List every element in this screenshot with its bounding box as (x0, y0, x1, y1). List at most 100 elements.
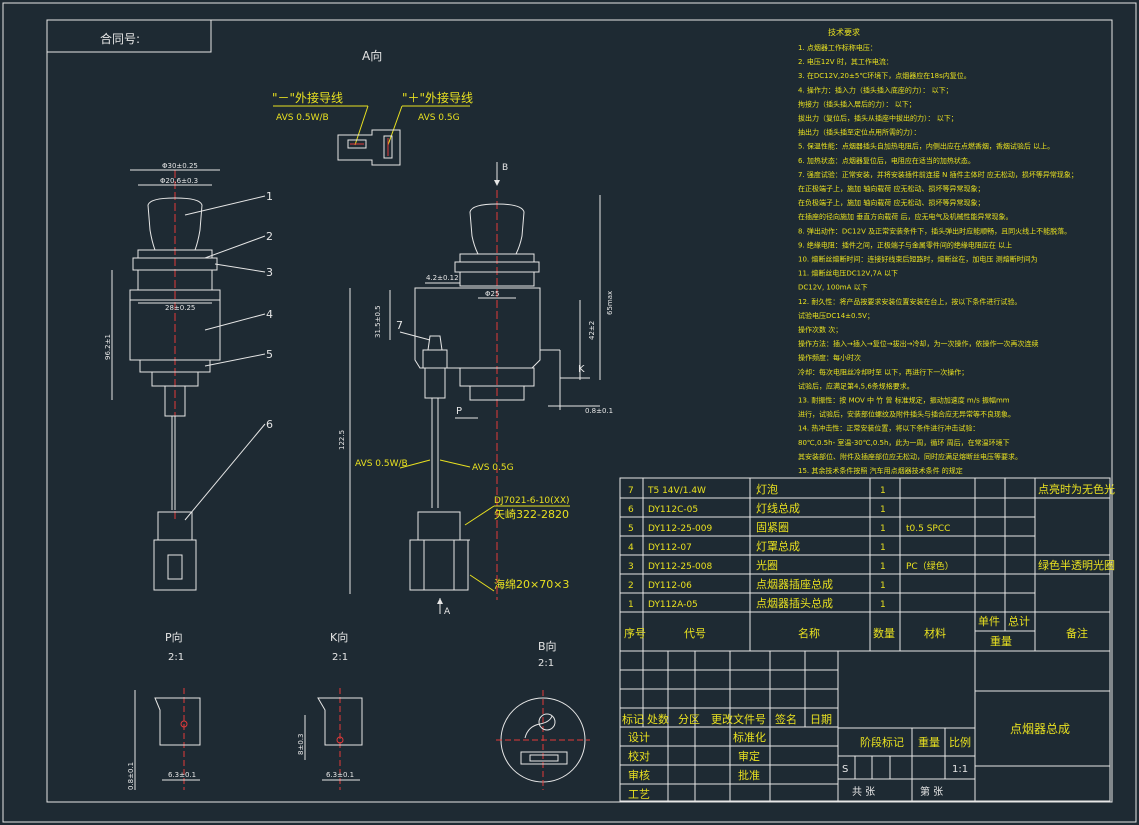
title-block: 标记 处数 分区 更改文件号 签名 日期 设计 标准化 校对 审定 审核 批准 … (619, 650, 1111, 802)
tech-line: 10. 熔断丝熔断时间：连接好线束后短路时，熔断丝在，加电压 测熔断时间为 (798, 255, 1038, 264)
dim-d5: Φ25 (485, 290, 499, 298)
tech-line: 14. 热冲击性：正常安装位置，将以下条件进行冲击试验： (798, 424, 979, 433)
bom-cell-code: DY112A-05 (648, 600, 698, 610)
tb-stage: 阶段标记 (860, 735, 904, 749)
tb-review: 审定 (738, 749, 760, 763)
a-view: A向 "－"外接导线 "＋"外接导线 AVS 0.5W/B AVS 0.5G (272, 48, 473, 166)
bom-cell-code: DY112-25-009 (648, 524, 713, 534)
foam-label: 海绵20×70×3 (494, 577, 569, 591)
bom-cell-code: DY112-07 (648, 543, 692, 553)
callout-7: 7 (396, 319, 403, 332)
tech-line: 4. 操作力：插入力（插头插入底座的力）： 以下； (798, 85, 953, 94)
callout-5: 5 (266, 348, 273, 361)
bom-cell-no: 4 (628, 543, 634, 553)
tech-line: 抽出力（插头插至定位点用所需的力）： (798, 128, 921, 137)
tech-line: 3. 在DC12V,20±5℃环境下，点烟器应在18s内复位。 (798, 71, 971, 80)
wire-pos-spec-2: AVS 0.5G (472, 463, 514, 473)
tb-mark: 标记 (622, 712, 644, 726)
bom-h-code: 代号 (684, 627, 706, 640)
middle-view: B 4.2±0.12 Φ25 31.5±0.5 65max 42±2 (338, 162, 614, 617)
bom-cell-no: 7 (628, 486, 634, 496)
wire-pos-spec: AVS 0.5G (418, 113, 460, 123)
k-dim-2: 8±0.3 (297, 734, 305, 755)
callout-6: 6 (266, 418, 273, 431)
bom-h-mat: 材料 (924, 626, 946, 640)
p-view: P向 2:1 6.3±0.1 0.8±0.1 (127, 630, 201, 790)
bom-cell-remark: 绿色半透明光圈 (1038, 558, 1115, 572)
wire-neg-spec: AVS 0.5W/B (276, 113, 329, 123)
tech-line: 80℃,0.5h- 室温-30℃,0.5h，此为一周，循环 周后，在常温环境下 (798, 438, 1010, 447)
bom-cell-name: 光圈 (756, 558, 778, 572)
tb-total-sheets: 共 张 (852, 786, 875, 798)
dim-d6: 31.5±0.5 (374, 305, 382, 338)
tech-line: 9. 绝缘电阻：插件之间，正极端子与金属零件间的绝缘电阻应在 以上 (798, 240, 1012, 249)
tb-sheet: 第 张 (920, 785, 943, 798)
bom-cell-qty: 1 (880, 505, 886, 515)
bom-h-no: 序号 (624, 626, 646, 640)
bom-cell-mat: t0.5 SPCC (906, 524, 950, 534)
dim-d7: 65max (606, 291, 614, 315)
callout-4: 4 (266, 308, 273, 321)
callout-3: 3 (266, 266, 273, 279)
tech-line: 11. 熔断丝电压DC12V,7A 以下 (798, 269, 898, 278)
bom-cell-code: DY112-06 (648, 581, 692, 591)
tech-heading: 技术要求 (828, 27, 860, 37)
corner-box (46, 19, 212, 53)
tb-audit: 审核 (628, 768, 650, 782)
bom-cell-mat: PC（绿色） (906, 560, 954, 572)
bom-h-weight: 重量 (990, 634, 1012, 648)
k-view: K向 2:1 6.3±0.1 8±0.3 (297, 630, 363, 790)
p-view-scale: 2:1 (168, 652, 184, 663)
corner-title: 合同号: (100, 31, 140, 46)
tech-line: 8. 弹出动作：DC12V 及正常安装条件下，插头弹出时应能顺畅，且同火线上不能… (798, 226, 1071, 235)
dim-d2: Φ20.6±0.3 (160, 177, 198, 185)
tech-line: 操作方法：插入→插入→复位→拔出→冷却，为一次操作，依操作一次再次连续 (798, 339, 1038, 348)
tb-scale: 比例 (949, 735, 971, 749)
tb-change: 更改文件号 (711, 712, 766, 726)
wire-neg-label: "－"外接导线 (272, 90, 343, 105)
p-dim-1: 6.3±0.1 (168, 771, 196, 779)
bom-cell-name: 固紧圈 (756, 521, 789, 534)
bom-h-total: 总计 (1008, 614, 1030, 628)
tech-line: 拔出力（复位后，插头从插座中拔出的力）： 以下； (798, 114, 958, 123)
tb-process: 工艺 (628, 788, 650, 801)
tech-line: 冷却：每次电阻丝冷却时至 以下，再进行下一次操作； (798, 367, 968, 376)
bom-cell-name: 点烟器插座总成 (756, 577, 833, 591)
bom-cell-name: 点烟器插头总成 (756, 596, 833, 610)
b-view: B向 2:1 (496, 639, 590, 790)
tech-line: 1. 点烟器工作标称电压： (798, 43, 877, 52)
bom-cell-no: 1 (628, 600, 634, 610)
bom-cell-name: 灯泡 (756, 482, 778, 496)
tech-line: 操作频度：每小时次 (798, 353, 861, 362)
bom-cell-code: DY112C-05 (648, 505, 698, 515)
bom-cell-name: 灯罩总成 (756, 539, 800, 553)
tb-sign: 签名 (775, 712, 797, 726)
tb-std: 标准化 (733, 730, 766, 744)
tech-line: 6. 加热状态：点烟器复位后，电阻应在适当的加热状态。 (798, 156, 975, 165)
tech-line: 12. 耐久性：将产品按要求安装位置安装在台上，按以下条件进行试验。 (798, 297, 1021, 306)
tb-scale-val: 1:1 (952, 764, 968, 775)
tech-line: 2. 电压12V 时，其工作电流： (798, 57, 893, 66)
tech-requirements: 技术要求 1. 点烟器工作标称电压： 2. 电压12V 时，其工作电流： 3. 在D… (798, 27, 1078, 475)
view-a-arrow-label: A (444, 607, 451, 617)
bom-cell-no: 6 (628, 505, 634, 515)
tech-line: 进行，试验后，安装部位螺纹及附件插头与插合应无异常等不良现象。 (798, 410, 1015, 419)
tb-zone: 分区 (678, 713, 700, 726)
tb-count: 处数 (647, 713, 669, 726)
tech-line: 其安装部位、附件及插座部位应无松动，同时应满足熔断丝电压等要求。 (798, 452, 1022, 461)
tech-line: 15. 其余技术条件按照 汽车用点烟器技术条件 的规定 (798, 466, 963, 475)
bom-h-name: 名称 (798, 626, 820, 640)
dim-d1: Φ30±0.25 (162, 162, 198, 170)
callout-1: 1 (266, 190, 273, 203)
p-dim-2: 0.8±0.1 (127, 762, 135, 790)
bom-h-unit: 单件 (978, 615, 1000, 628)
tech-line: 在正极端子上，施加 轴向载荷 应无松动、损坏等异常现象； (798, 184, 984, 193)
bom-cell-code: T5 14V/1.4W (647, 486, 706, 496)
dim-d9: 122.5 (338, 430, 346, 450)
view-a-label: A向 (362, 48, 382, 63)
k-view-title: K向 (330, 630, 348, 644)
view-p-arrow-label: P (456, 406, 462, 417)
bom-cell-qty: 1 (880, 524, 886, 534)
sleeve-label: 矢崎322-2820 (494, 507, 569, 521)
